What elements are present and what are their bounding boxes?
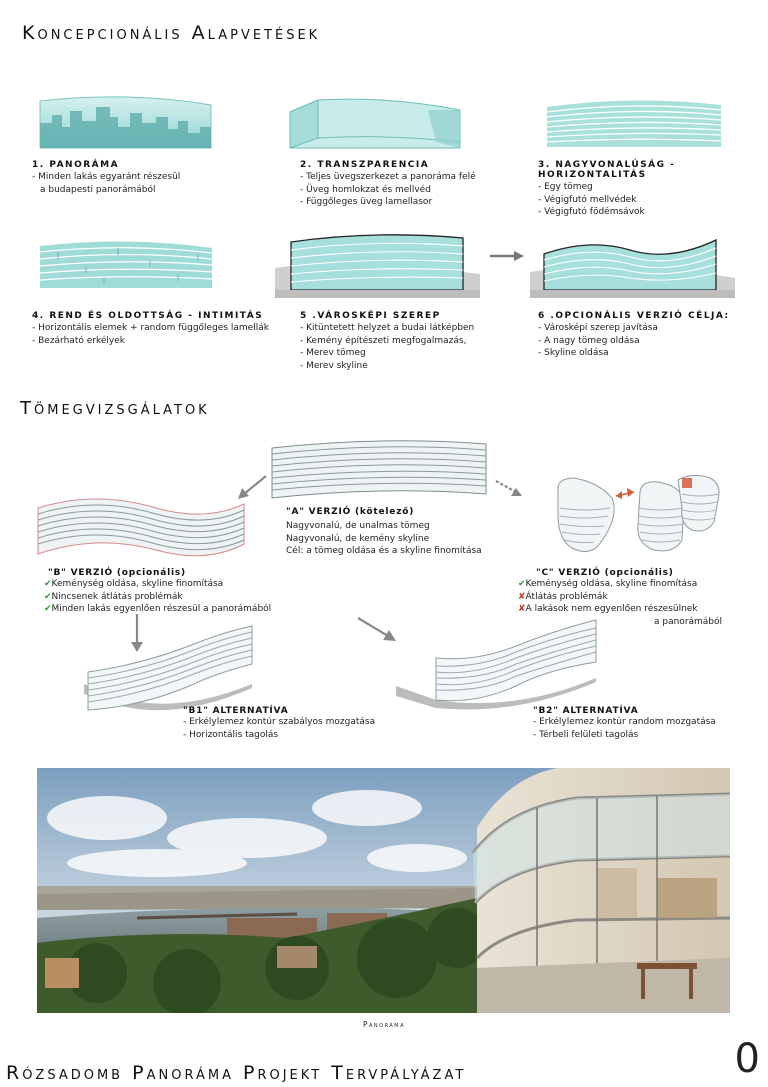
check-icon: ✔ bbox=[518, 579, 526, 589]
alternative-b2-model bbox=[396, 619, 597, 710]
section-title-mass-studies: Tömegvizsgálatok bbox=[20, 398, 210, 419]
concept-4: 4. REND ÉS OLDOTTSÁG - INTIMITÁS - Horiz… bbox=[32, 311, 292, 347]
concept-1-line: a budapesti panorámából bbox=[40, 184, 156, 195]
arrow-icon bbox=[131, 614, 143, 652]
concept-3-line: - Végigfutó födémsávok bbox=[538, 207, 645, 217]
version-c-block: "C" VERZIÓ (opcionális) ✔Keménység oldás… bbox=[518, 568, 758, 628]
concept-1-title: 1. PANORÁMA bbox=[32, 160, 120, 170]
concept-6-line: - A nagy tömeg oldása bbox=[538, 335, 640, 346]
concept-5-line: - Merev tömeg bbox=[300, 348, 366, 358]
transparency-glass-illustration bbox=[289, 98, 461, 149]
horizontal-stack-illustration bbox=[546, 100, 722, 147]
arrow-icon bbox=[357, 617, 396, 641]
concept-3-line: - Végigfutó mellvédek bbox=[538, 194, 637, 205]
check-icon: ✔ bbox=[44, 591, 52, 602]
version-c-title: "C" VERZIÓ (opcionális) bbox=[536, 568, 674, 578]
concept-1: 1. PANORÁMA - Minden lakás egyaránt rész… bbox=[32, 160, 272, 196]
concept-4-title: 4. REND ÉS OLDOTTSÁG - INTIMITÁS bbox=[32, 311, 264, 321]
version-c-line: Keménység oldása, skyline finomítása bbox=[525, 579, 698, 589]
check-icon: ✔ bbox=[44, 604, 52, 614]
concept-4-line: - Bezárható erkélyek bbox=[32, 335, 125, 346]
version-b-model bbox=[37, 498, 245, 557]
version-a-line: Cél: a tömeg oldása és a skyline finomít… bbox=[286, 546, 482, 556]
cross-icon: ✘ bbox=[518, 591, 526, 602]
concept-5-line: - Kemény építészeti megfogalmazás, bbox=[300, 335, 467, 346]
version-c-line: Átlátás problémák bbox=[525, 591, 608, 602]
arrow-icon bbox=[490, 251, 524, 261]
check-icon: ✔ bbox=[44, 579, 52, 589]
concept-5: 5 .VÁROSKÉPI SZEREP - Kitüntetett helyze… bbox=[300, 311, 530, 372]
alternative-b2-block: "B2" ALTERNATÍVA - Erkélylemez kontúr ra… bbox=[533, 706, 763, 741]
version-b-title: "B" VERZIÓ (opcionális) bbox=[48, 568, 186, 578]
optional-version-illustration bbox=[530, 238, 735, 298]
concept-3: 3. NAGYVONALÚSÁG - HORIZONTALITÁS - Egy … bbox=[538, 160, 763, 219]
cityscape-role-illustration bbox=[275, 234, 480, 298]
arrow-icon bbox=[238, 475, 267, 499]
alternative-b2-line: - Erkélylemez kontúr random mozgatása bbox=[533, 717, 716, 727]
version-a-line: Nagyvonalú, de kemény skyline bbox=[286, 533, 430, 544]
alternative-b1-line: - Horizontális tagolás bbox=[183, 729, 279, 740]
alternative-b1-title: "B1" ALTERNATÍVA bbox=[183, 706, 289, 716]
concept-6-line: - Városképi szerep javítása bbox=[538, 323, 658, 333]
concept-3-title: 3. NAGYVONALÚSÁG - HORIZONTALITÁS bbox=[538, 160, 676, 180]
version-a-block: "A" VERZIÓ (kötelező) Nagyvonalú, de una… bbox=[286, 507, 526, 558]
page-number: 0 bbox=[734, 1036, 760, 1082]
version-b-line: Keménység oldása, skyline finomítása bbox=[51, 579, 224, 589]
alternative-b2-line: - Térbeli felületi tagolás bbox=[533, 729, 639, 740]
version-b-block: "B" VERZIÓ (opcionális) ✔Keménység oldás… bbox=[44, 568, 324, 616]
footer-title: Rózsadomb Panoráma Projekt Tervpályázat bbox=[6, 1062, 467, 1084]
version-a-model bbox=[271, 440, 487, 499]
concept-2-title: 2. TRANSZPARENCIA bbox=[300, 160, 430, 170]
version-a-line: Nagyvonalú, de unalmas tömeg bbox=[286, 521, 430, 531]
concept-2: 2. TRANSZPARENCIA - Teljes üvegszerkezet… bbox=[300, 160, 530, 209]
alternative-b1-model bbox=[84, 625, 253, 711]
concept-6-line: - Skyline oldása bbox=[538, 348, 609, 358]
alternative-b1-line: - Erkélylemez kontúr szabályos mozgatása bbox=[183, 717, 376, 727]
concept-2-line: - Függőleges üveg lamellasor bbox=[300, 197, 433, 207]
dashed-arrow-icon bbox=[495, 480, 522, 496]
order-intimacy-illustration bbox=[39, 241, 213, 288]
alternative-b2-title: "B2" ALTERNATÍVA bbox=[533, 706, 639, 716]
photo-caption: Panoráma bbox=[362, 1020, 406, 1029]
version-b-line: Minden lakás egyenlően részesül a panorá… bbox=[51, 604, 272, 614]
cross-icon: ✘ bbox=[518, 604, 526, 614]
version-a-title: "A" VERZIÓ (kötelező) bbox=[286, 507, 415, 517]
version-b-line: Nincsenek átlátás problémák bbox=[51, 591, 183, 602]
concept-5-line: - Kitüntetett helyzet a budai látképben bbox=[300, 323, 475, 333]
concept-3-line: - Egy tömeg bbox=[538, 182, 593, 192]
panorama-photo bbox=[37, 768, 730, 1013]
concept-5-line: - Merev skyline bbox=[300, 360, 368, 371]
alternative-b1-block: "B1" ALTERNATÍVA - Erkélylemez kontúr sz… bbox=[183, 706, 423, 741]
panorama-glass-illustration bbox=[39, 96, 212, 149]
concept-4-line: - Horizontális elemek + random függőlege… bbox=[32, 323, 269, 333]
concept-6-title: 6 .OPCIONÁLIS VERZIÓ CÉLJA: bbox=[538, 311, 730, 321]
version-c-line: A lakások nem egyenlően részesülnek bbox=[525, 604, 698, 614]
concept-1-line: - Minden lakás egyaránt részesül bbox=[32, 172, 181, 182]
concept-6: 6 .OPCIONÁLIS VERZIÓ CÉLJA: - Városképi … bbox=[538, 311, 763, 360]
concept-5-title: 5 .VÁROSKÉPI SZEREP bbox=[300, 311, 441, 321]
version-c-line: a panorámából bbox=[654, 616, 723, 627]
concept-2-line: - Üveg homlokzat és mellvéd bbox=[300, 184, 431, 195]
version-c-model bbox=[557, 474, 720, 552]
concept-2-line: - Teljes üvegszerkezet a panoráma felé bbox=[300, 172, 476, 182]
section-title-concepts: Koncepcionális Alapvetések bbox=[22, 22, 321, 44]
